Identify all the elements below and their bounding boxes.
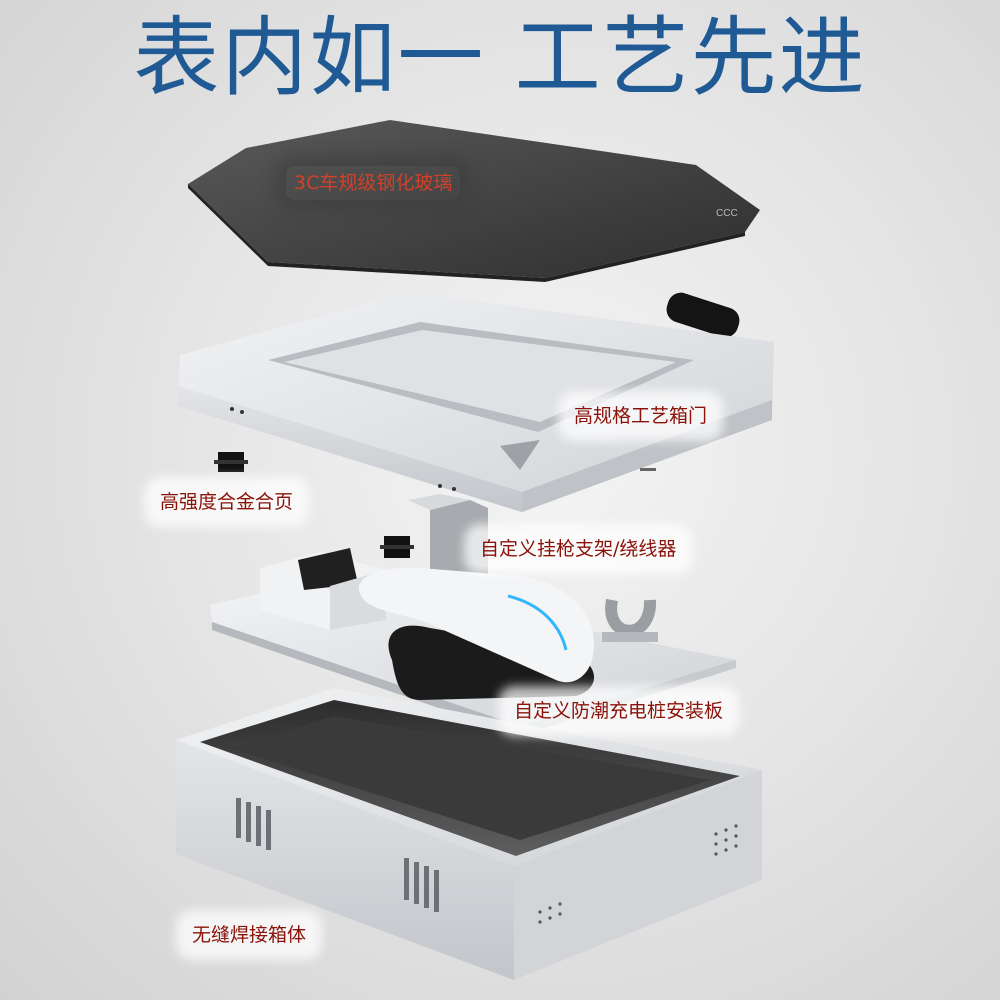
label-bracket: 自定义挂枪支架/绕线器 [472,532,685,566]
ev-charger [358,567,595,700]
label-board: 自定义防潮充电桩安装板 [506,694,732,728]
lock-cylinder [666,292,740,338]
hinge-left [214,452,248,472]
door-frame [178,292,774,512]
label-door: 高规格工艺箱门 [566,399,716,433]
page-title: 表内如一 工艺先进 [133,8,867,108]
distribution-box [260,548,386,630]
glass-panel: CCC [188,120,760,282]
label-hinge: 高强度合金合页 [152,485,302,519]
glass-ccc-mark: CCC [716,208,738,219]
hinge-right [380,536,414,558]
box-body [176,688,762,980]
cable-hook [602,598,658,642]
label-box: 无缝焊接箱体 [184,918,315,952]
label-glass: 3C车规级钢化玻璃 [286,166,460,200]
